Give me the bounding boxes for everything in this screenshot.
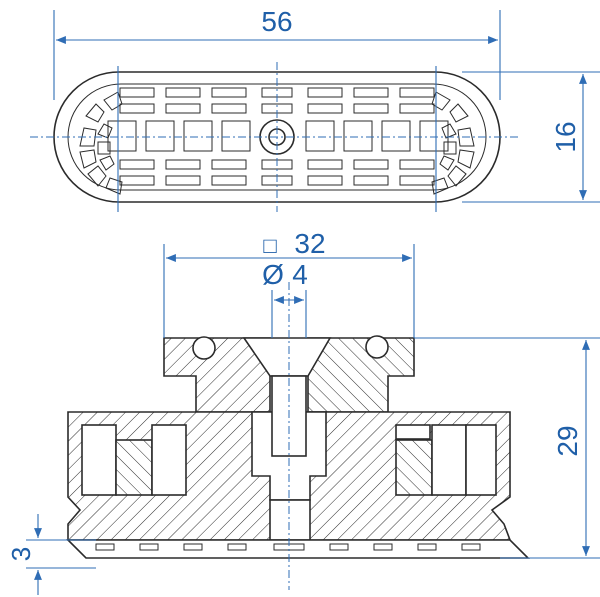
lip-slots xyxy=(95,543,481,551)
dimension-height-label: 29 xyxy=(552,425,583,456)
top-slot-row-4 xyxy=(119,175,435,186)
cone-cavity xyxy=(242,337,332,377)
dimension-diameter-symbol: Ø xyxy=(262,259,284,290)
dimension-height: 29 xyxy=(414,337,600,559)
top-square-row xyxy=(107,120,449,152)
top-slot-row-2 xyxy=(119,103,435,114)
dimension-diameter: Ø 4 xyxy=(262,259,308,338)
top-slot-row-3 xyxy=(119,159,435,170)
dimension-square-symbol: □ xyxy=(263,233,276,258)
dimension-square: □ 32 xyxy=(163,228,415,338)
top-view xyxy=(30,62,520,212)
dimension-lip-label: 3 xyxy=(6,547,36,561)
left-end-pockets xyxy=(79,91,123,195)
dimension-width: 16 xyxy=(462,71,600,203)
body-pockets xyxy=(81,424,497,496)
section-view xyxy=(66,282,530,590)
o-ring-left xyxy=(192,336,216,360)
o-ring-right xyxy=(365,335,389,359)
suction-lip xyxy=(66,539,530,559)
dimension-width-label: 16 xyxy=(550,121,581,152)
shaft-bottom xyxy=(269,499,311,541)
right-end-pockets xyxy=(431,91,475,195)
dimension-lip: 3 xyxy=(6,514,96,595)
dimension-diameter-label: 4 xyxy=(292,259,308,290)
dimension-length: 56 xyxy=(53,6,501,100)
dimension-square-label: 32 xyxy=(294,228,325,259)
top-slot-row-1 xyxy=(119,87,435,98)
dimension-length-label: 56 xyxy=(261,6,292,37)
top-view-reference-lines xyxy=(117,66,437,212)
